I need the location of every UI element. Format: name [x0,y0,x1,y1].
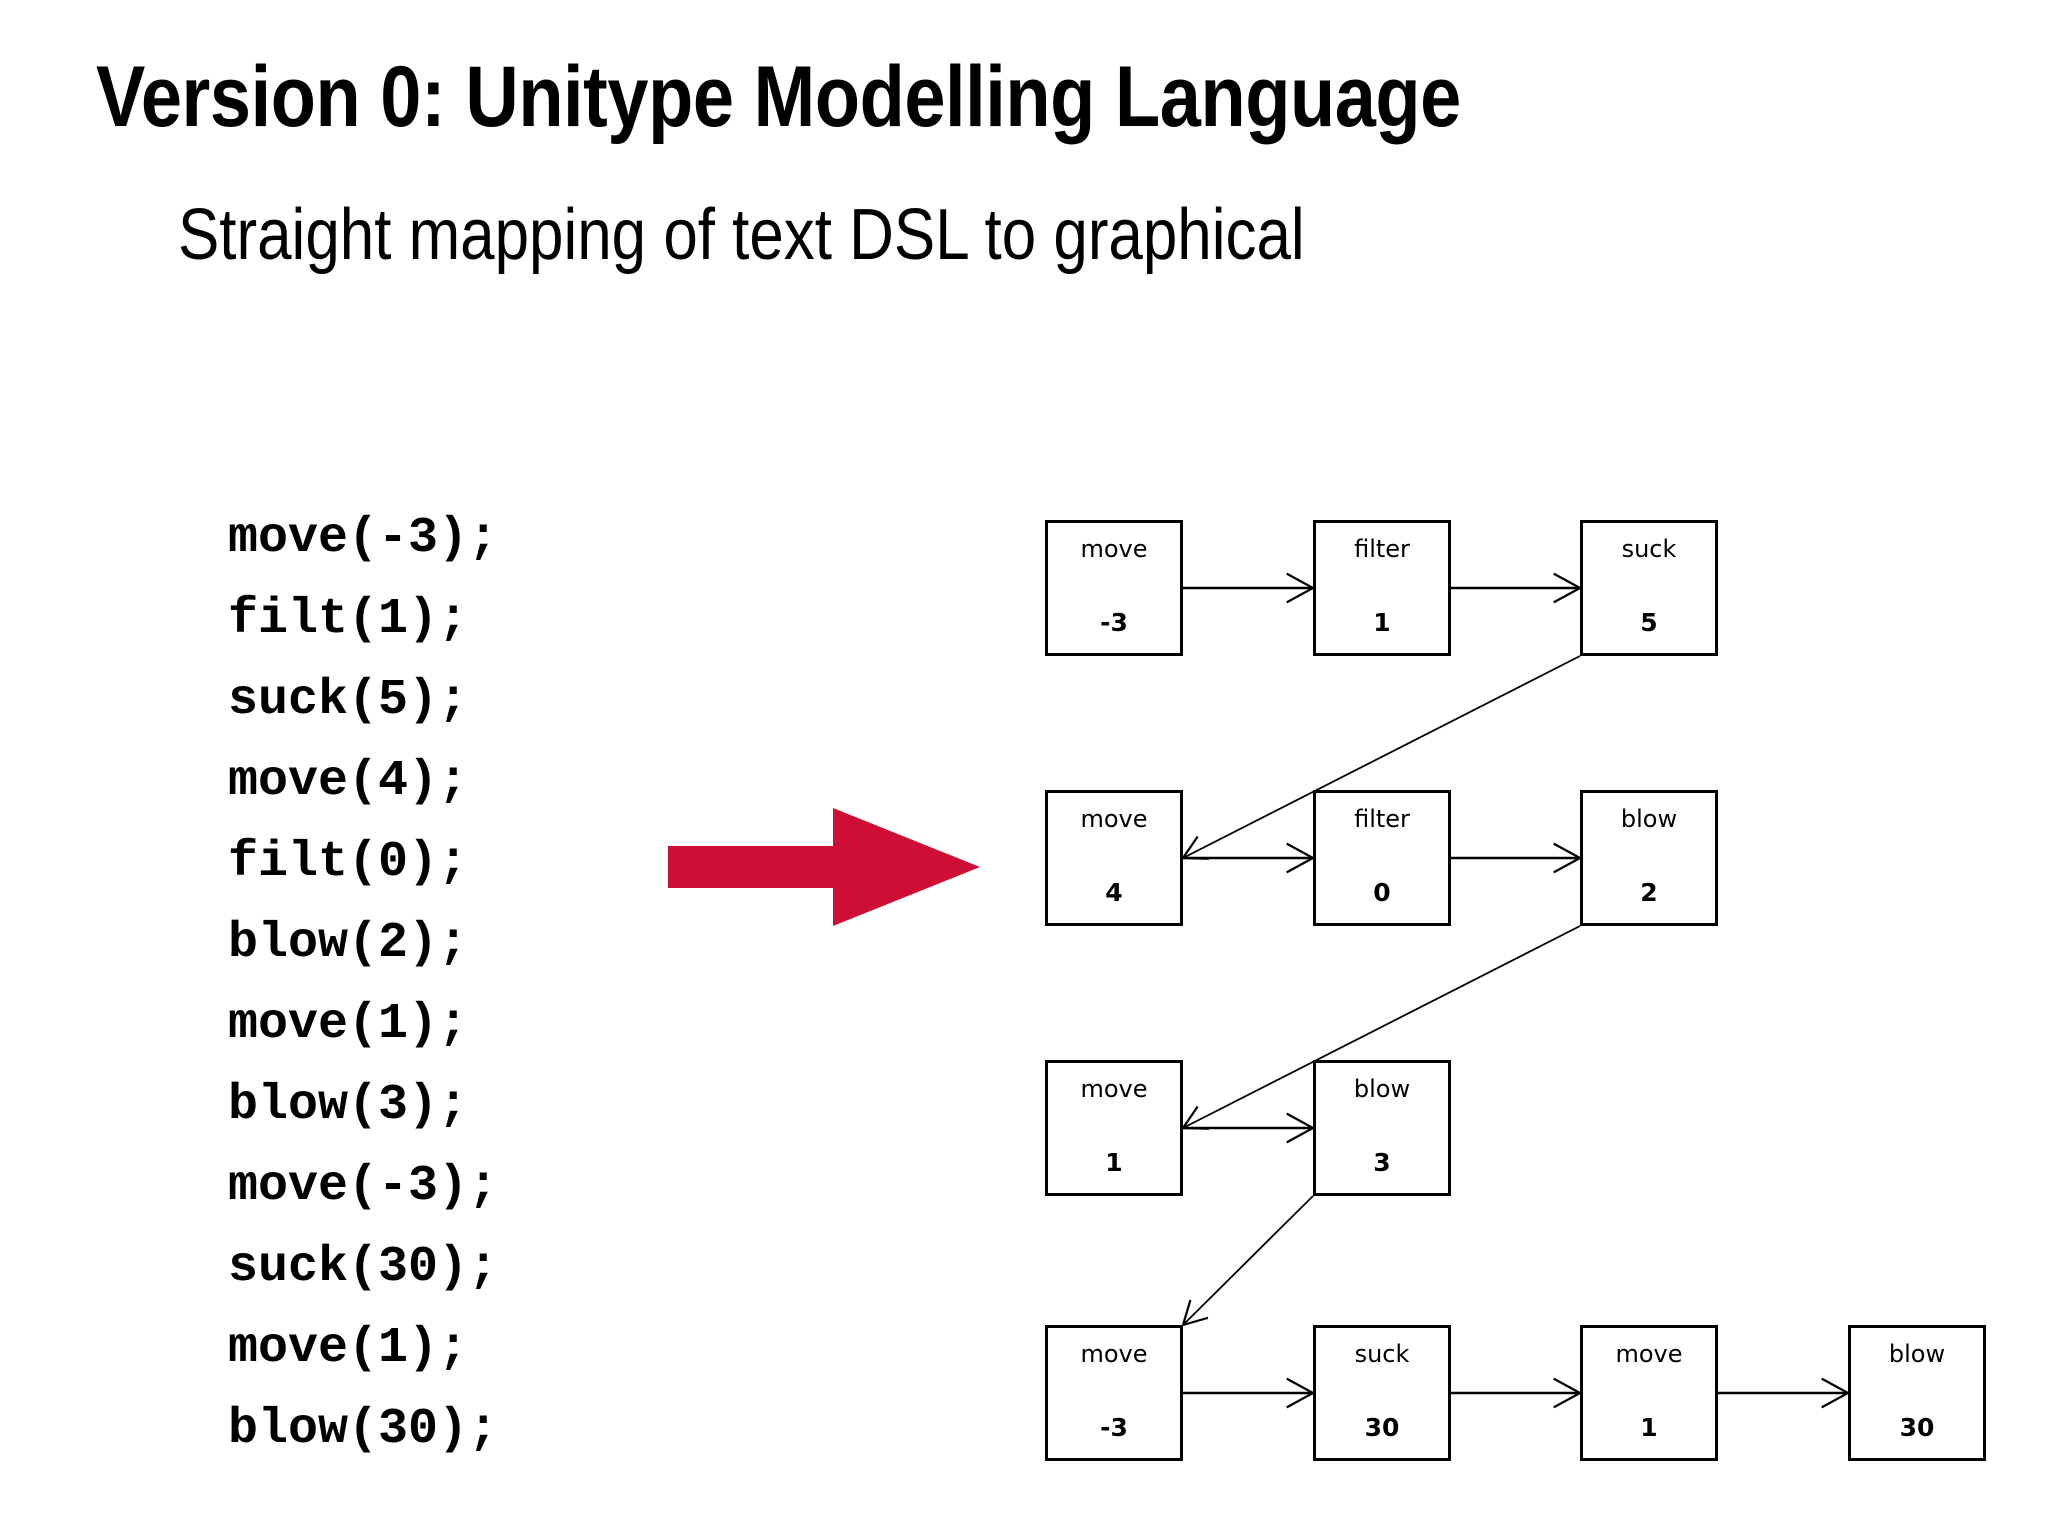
node-label: move [1080,1340,1148,1368]
code-line: move(4); [228,753,469,810]
node-value: 4 [1105,878,1123,907]
node-box[interactable]: suck 30 [1313,1325,1451,1461]
node-box[interactable]: filter 1 [1313,520,1451,656]
code-line: suck(30); [228,1239,499,1296]
red-arrow-polygon [668,808,980,926]
edge-filter0-to-blow2 [1451,842,1581,874]
edge-suck30-to-move1b [1451,1377,1581,1409]
page-title: Version 0: Unitype Modelling Language [96,49,1461,145]
node-value: 1 [1640,1413,1658,1442]
node-box[interactable]: move -3 [1045,520,1183,656]
node-label: filter [1354,535,1410,563]
code-line: move(-3); [228,510,499,567]
code-line: filt(1); [228,591,469,648]
node-box[interactable]: move 1 [1580,1325,1718,1461]
node-value: 2 [1640,878,1658,907]
node-label: suck [1354,1340,1410,1368]
node-label: blow [1888,1340,1946,1368]
node-label: move [1080,535,1148,563]
code-line: filt(0); [228,834,469,891]
node-value: -3 [1100,1413,1128,1442]
node-label: move [1615,1340,1683,1368]
edge-blow3-to-move-3 [1181,1195,1314,1327]
node-value: -3 [1100,608,1128,637]
edge-move1-to-blow3 [1183,1112,1314,1144]
node-value: 1 [1373,608,1391,637]
code-line: blow(2); [228,915,469,972]
code-line: move(-3); [228,1158,499,1215]
code-line: blow(30); [228,1401,499,1458]
node-box[interactable]: move -3 [1045,1325,1183,1461]
node-label: move [1080,805,1148,833]
code-line: suck(5); [228,672,469,729]
node-value: 3 [1373,1148,1391,1177]
node-value: 0 [1373,878,1391,907]
node-box[interactable]: suck 5 [1580,520,1718,656]
code-line: move(1); [228,996,469,1053]
node-value: 5 [1640,608,1658,637]
node-label: suck [1621,535,1677,563]
node-box[interactable]: move 4 [1045,790,1183,926]
dsl-program-listing: move(-3); filt(1); suck(5); move(4); filt(0)… [228,498,498,1470]
page-subtitle: Straight mapping of text DSL to graphica… [178,195,1305,275]
node-label: filter [1354,805,1410,833]
node-value: 30 [1899,1413,1935,1442]
code-line: move(1); [228,1320,469,1377]
edge-move-3-to-suck30 [1183,1377,1314,1409]
edge-move3-to-filter1 [1183,572,1314,604]
node-box[interactable]: blow 3 [1313,1060,1451,1196]
graphical-pipeline-diagram: move -3 filter 1 suck 5 move 4 filter 0 blow 2 move 1… [1000,470,2048,1536]
node-box[interactable]: move 1 [1045,1060,1183,1196]
node-value: 30 [1364,1413,1400,1442]
red-right-arrow-icon [668,808,980,926]
node-box[interactable]: filter 0 [1313,790,1451,926]
edge-filter1-to-suck5 [1451,572,1581,604]
edge-move1b-to-blow30 [1718,1377,1849,1409]
node-label: move [1080,1075,1148,1103]
node-box[interactable]: blow 2 [1580,790,1718,926]
edge-move4-to-filter0 [1183,842,1314,874]
node-box[interactable]: blow 30 [1848,1325,1986,1461]
node-label: blow [1353,1075,1411,1103]
code-line: blow(3); [228,1077,469,1134]
node-value: 1 [1105,1148,1123,1177]
node-label: blow [1620,805,1678,833]
